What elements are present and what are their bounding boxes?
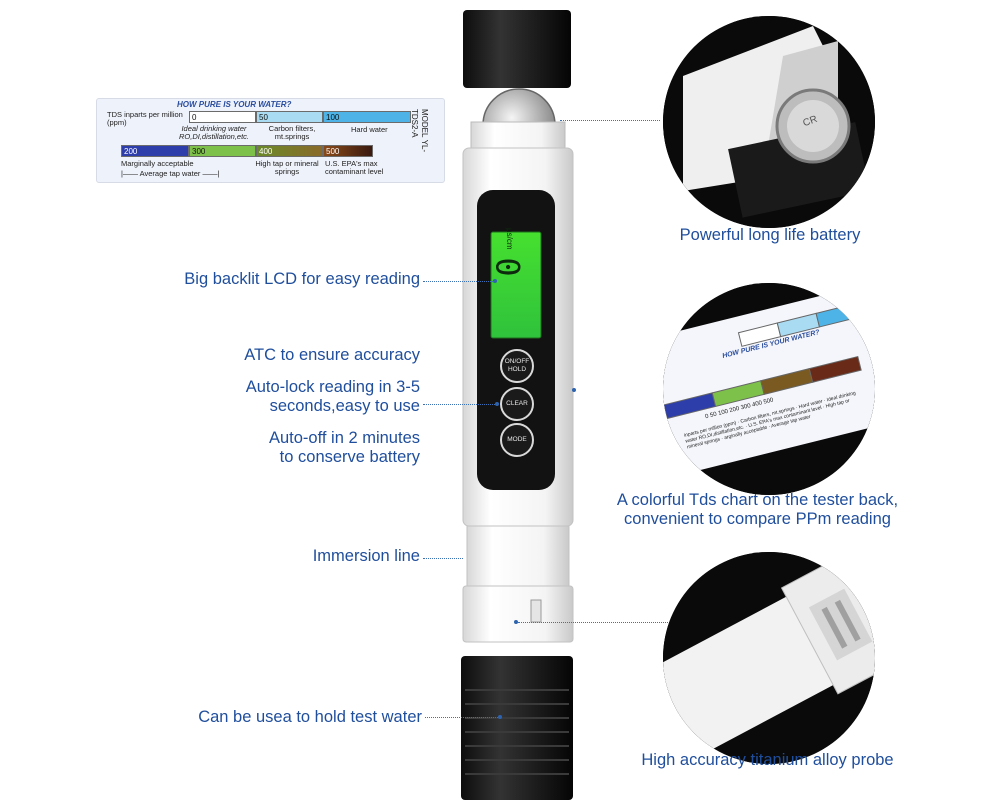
leader-dot-cap [498, 715, 502, 719]
leader-immersion [423, 558, 463, 559]
leader-autolock [423, 404, 495, 405]
label-immersion: Immersion line [312, 547, 420, 565]
card-desc-ideal: Ideal drinking water RO,DI,distillation,… [178, 124, 250, 141]
card-desc-hard: Hard water [351, 125, 388, 134]
immersion-section [466, 525, 570, 587]
on-off-hold-button[interactable]: ON/OFF HOLD [500, 349, 534, 383]
card-desc-hightap: High tap or mineral springs [255, 159, 319, 176]
leader-dot-lcd [493, 279, 497, 283]
card-cell-300: 300 [189, 145, 256, 157]
top-cap [463, 10, 571, 88]
label-autolock-line2: seconds,easy to use [269, 397, 420, 415]
card-row-label: TDS inparts per million (ppm) [107, 110, 183, 127]
tds-meter-device [461, 10, 574, 800]
label-autolock: Auto-lock reading in 3-5 seconds,easy to… [120, 378, 420, 416]
probe-head [462, 585, 574, 643]
label-chart-line1: A colorful Tds chart on the tester back, [616, 491, 899, 509]
label-battery: Powerful long life battery [679, 226, 861, 244]
battery-detail-circle: CR [663, 16, 875, 228]
mode-button[interactable]: MODE [500, 423, 534, 457]
card-cell-100: 100 [323, 111, 411, 123]
label-autolock-line1: Auto-lock reading in 3-5 [245, 378, 420, 396]
card-title: HOW PURE IS YOUR WATER? [177, 100, 292, 109]
chart-detail-circle: HOW PURE IS YOUR WATER? 0 50 100 200 300… [663, 283, 875, 495]
card-model: MODEL YL-TDS2-A [410, 109, 429, 153]
label-atc: ATC to ensure accuracy [244, 346, 420, 364]
leader-lcd [423, 281, 495, 282]
lcd-unit: µs/cm [505, 228, 514, 250]
label-autooff-line2: to conserve battery [279, 448, 420, 466]
label-cap: Can be usea to hold test water [198, 708, 422, 726]
battery-detail-image [663, 16, 875, 228]
leader-cap [425, 717, 500, 718]
card-cell-500: 500 [323, 145, 373, 157]
lcd-screen [490, 231, 542, 339]
bottom-cap [461, 656, 573, 800]
leader-dot-autolock [495, 402, 499, 406]
label-probe: High accuracy titanium alloy probe [641, 751, 894, 769]
card-cell-0: 0 [189, 111, 256, 123]
label-chart-line2: convenient to compare PPm reading [624, 510, 891, 528]
card-desc-epa: U.S. EPA's max contaminant level [325, 159, 384, 176]
leader-dot-probe [514, 620, 518, 624]
card-cell-400: 400 [256, 145, 323, 157]
label-autooff: Auto-off in 2 minutes to conserve batter… [120, 429, 420, 467]
leader-dot-chart [572, 388, 576, 392]
tds-chart-card: HOW PURE IS YOUR WATER? TDS inparts per … [96, 98, 445, 183]
label-chart: A colorful Tds chart on the tester back,… [585, 491, 930, 529]
chart-detail-image [663, 283, 875, 495]
card-cell-50: 50 [256, 111, 323, 123]
leader-probe [518, 622, 668, 623]
clear-button[interactable]: CLEAR [500, 387, 534, 421]
lcd-reading: 0 [488, 257, 527, 277]
card-cell-200: 200 [121, 145, 189, 157]
card-desc-carbon: Carbon filters, mt.springs [268, 124, 316, 141]
label-lcd: Big backlit LCD for easy reading [184, 270, 420, 288]
leader-battery [560, 120, 660, 121]
probe-detail-circle [663, 552, 875, 764]
label-autooff-line1: Auto-off in 2 minutes [268, 429, 420, 447]
card-range-label: |—— Average tap water ——| [121, 169, 220, 178]
card-desc-marginal: Marginally acceptable [121, 159, 194, 168]
probe-detail-image [663, 552, 875, 764]
